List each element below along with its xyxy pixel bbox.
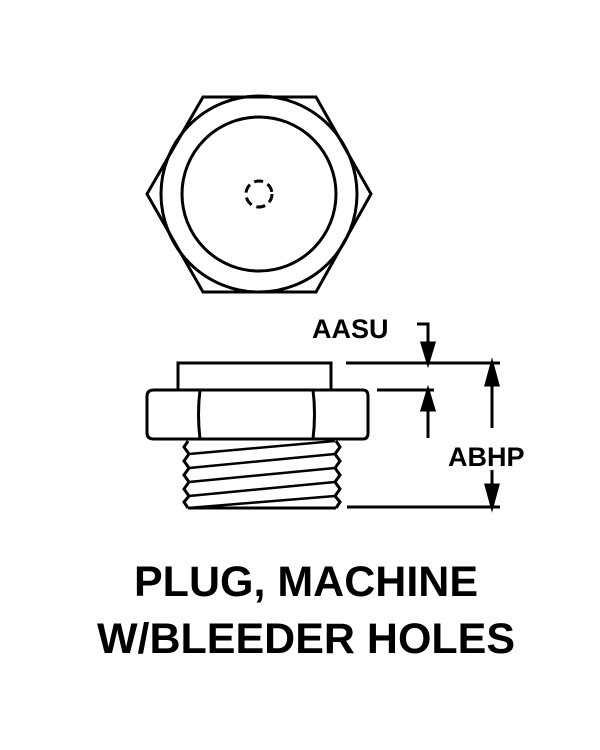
dimensions — [346, 322, 500, 513]
threads — [182, 440, 342, 510]
arrow-down-icon — [484, 483, 500, 513]
outer-circle — [159, 94, 359, 294]
hex-body — [145, 388, 370, 441]
arrow-up-icon — [419, 384, 437, 412]
thread-lines — [187, 439, 336, 510]
hex-outline — [145, 95, 373, 294]
inner-circle — [180, 115, 338, 273]
arrow-up-icon — [484, 357, 500, 387]
title-line-1: PLUG, MACHINE — [134, 558, 478, 606]
bleeder-hole — [244, 179, 274, 209]
aasu-leader — [417, 322, 430, 345]
cap — [176, 361, 333, 392]
hex-face-right — [311, 389, 316, 440]
abhp-label: ABHP — [448, 442, 525, 472]
arrow-down-icon — [419, 341, 437, 369]
top-view — [145, 94, 373, 294]
side-view — [145, 361, 370, 510]
title-line-2: W/BLEEDER HOLES — [97, 615, 515, 663]
aasu-label: AASU — [312, 314, 389, 344]
hex-face-left — [197, 389, 202, 440]
